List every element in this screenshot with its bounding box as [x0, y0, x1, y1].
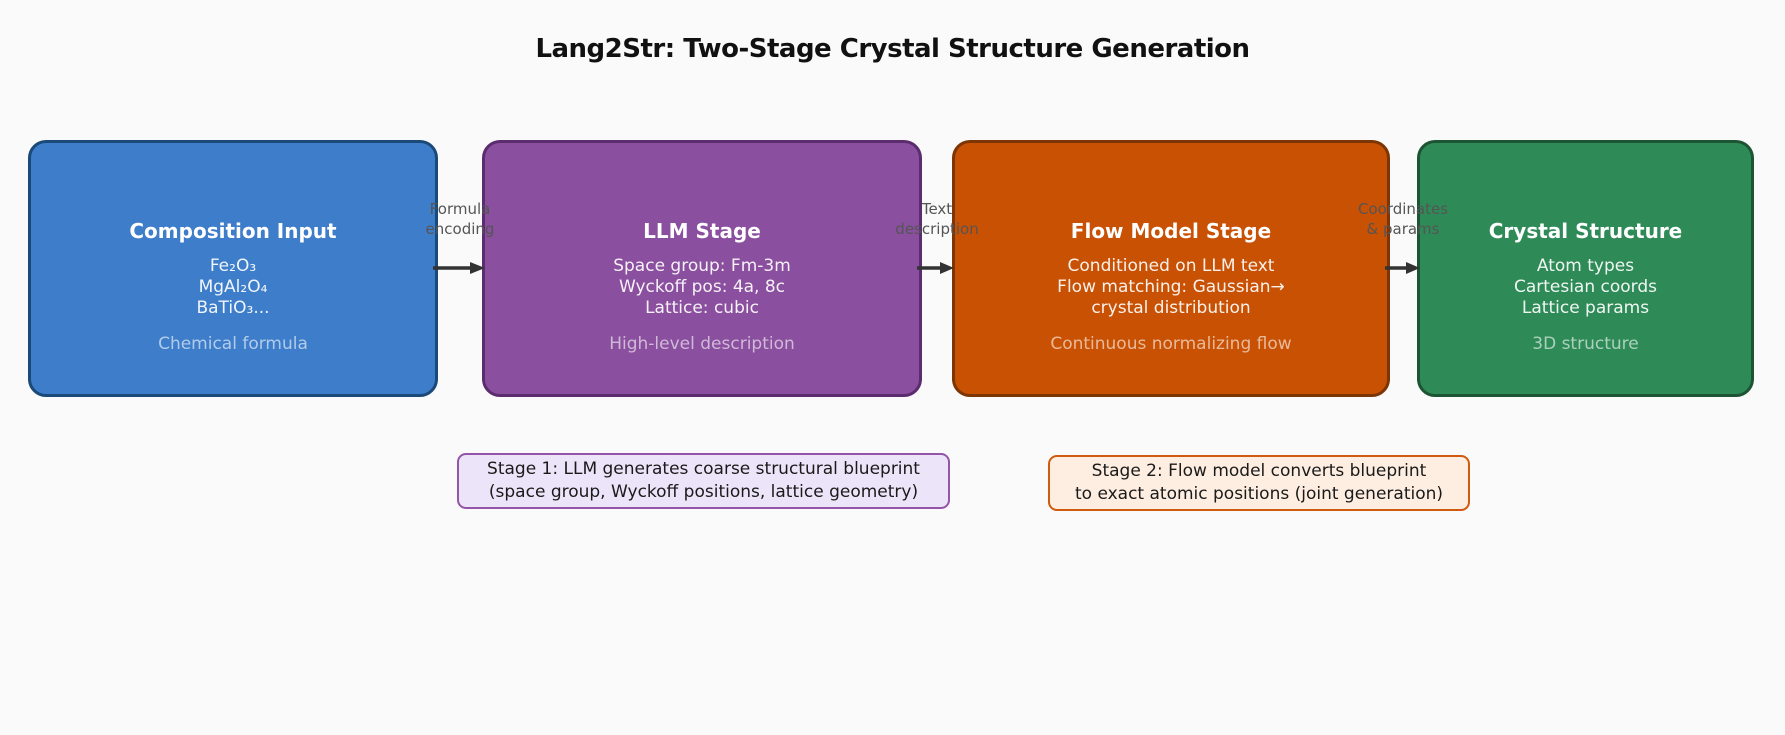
diagram-title: Lang2Str: Two-Stage Crystal Structure Ge… — [535, 34, 1250, 64]
stage-box-line: Wyckoff pos: 4a, 8c — [618, 277, 786, 298]
stage-box-llm-stage: LLM Stage Space group: Fm-3m Wyckoff pos… — [482, 140, 922, 397]
note-stage-2: Stage 2: Flow model converts blueprint t… — [1048, 455, 1470, 511]
stage-box-line: Space group: Fm-3m — [613, 256, 791, 276]
stage-box-title: Flow Model Stage — [1070, 219, 1272, 243]
connector-label-coordinates-params: Coordinates & params — [1357, 200, 1449, 238]
connector-label-formula-encoding: Formula encoding — [425, 200, 495, 238]
arrow-right-icon — [917, 261, 954, 275]
stage-box-line: Lattice params — [1521, 298, 1650, 319]
connector-label-text-description: Text description — [895, 200, 979, 238]
stage-box-flow-model-stage: Flow Model Stage Conditioned on LLM text… — [952, 140, 1390, 397]
stage-box-caption: Continuous normalizing flow — [1050, 334, 1292, 355]
stage-box-title: LLM Stage — [643, 219, 761, 243]
arrow-right-icon — [1385, 261, 1420, 275]
stage-box-line: crystal distribution — [1091, 298, 1251, 319]
stage-box-line: Cartesian coords — [1513, 277, 1658, 298]
stage-box-line: Atom types — [1536, 256, 1635, 276]
stage-box-line: Lattice: cubic — [645, 298, 759, 319]
stage-box-caption: 3D structure — [1532, 334, 1639, 355]
stage-box-line: Flow matching: Gaussian→ — [1057, 277, 1285, 298]
stage-box-crystal-structure: Crystal Structure Atom types Cartesian c… — [1417, 140, 1754, 397]
stage-box-composition-input: Composition Input Fe₂O₃ MgAl₂O₄ BaTiO₃..… — [28, 140, 438, 397]
stage-box-caption: High-level description — [609, 334, 795, 355]
stage-box-line: Conditioned on LLM text — [1067, 256, 1275, 276]
note-stage-1: Stage 1: LLM generates coarse structural… — [457, 453, 950, 509]
stage-box-line: Fe₂O₃ — [209, 256, 257, 276]
stage-box-caption: Chemical formula — [158, 334, 308, 355]
stage-box-title: Composition Input — [129, 219, 337, 243]
arrow-right-icon — [433, 261, 485, 275]
stage-box-title: Crystal Structure — [1488, 219, 1683, 243]
stage-box-line: MgAl₂O₄ — [198, 277, 268, 298]
stage-box-line: BaTiO₃... — [196, 298, 270, 319]
